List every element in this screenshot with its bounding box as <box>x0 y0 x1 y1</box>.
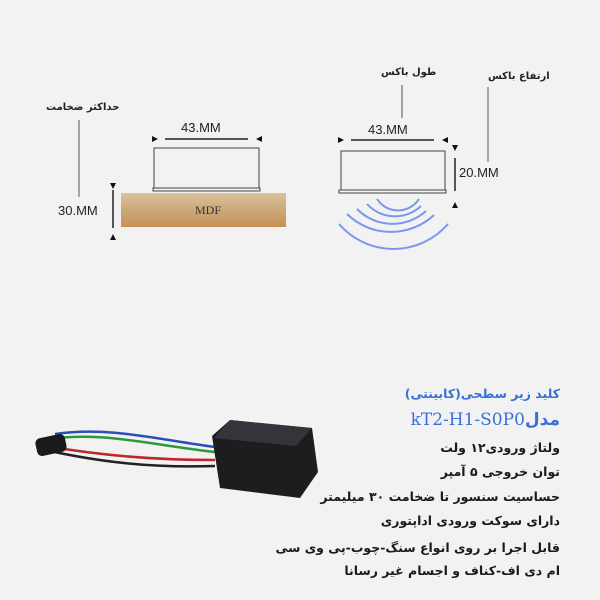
mdf-label: MDF <box>195 203 222 217</box>
spec-line: دارای سوکت ورودی اداپتوری <box>380 513 560 528</box>
sensor-base <box>152 187 261 192</box>
spec-line: ولتاژ ورودی۱۲ ولت <box>440 440 560 455</box>
spec-line: ام دی اف-کناف و اجسام غیر رسانا <box>344 563 560 578</box>
model-prefix: مدل <box>524 410 560 430</box>
mdf-board <box>121 193 286 227</box>
product-title: کلید زیر سطحی(کابینتی) <box>404 386 560 401</box>
max-thickness-label: حداکثر ضخامت <box>46 102 120 113</box>
sensor-device-image <box>35 420 318 498</box>
right-width-value: 43.MM <box>368 122 408 137</box>
model-line: مدلkT2-H1-S0P0 <box>411 410 560 430</box>
model-number: kT2-H1-S0P0 <box>410 410 525 430</box>
height-value: 20.MM <box>459 165 499 180</box>
spec-line: حساسیت سنسور تا ضخامت ۳۰ میلیمتر <box>320 489 560 504</box>
sensor-box <box>153 147 260 189</box>
sensor-waves-icon <box>338 198 449 250</box>
sensor-base <box>338 189 447 194</box>
thickness-value: 30.MM <box>58 203 98 218</box>
sensor-box <box>340 150 446 191</box>
spec-line: قابل اجرا بر روی انواع سنگ-چوب-پی وی سی <box>275 540 560 555</box>
left-width-value: 43.MM <box>181 120 221 135</box>
box-length-label: طول باکس <box>381 67 437 78</box>
box-height-label: ارتفاع باکس <box>488 71 550 82</box>
spec-line: توان خروجی ۵ آمپر <box>440 464 560 479</box>
